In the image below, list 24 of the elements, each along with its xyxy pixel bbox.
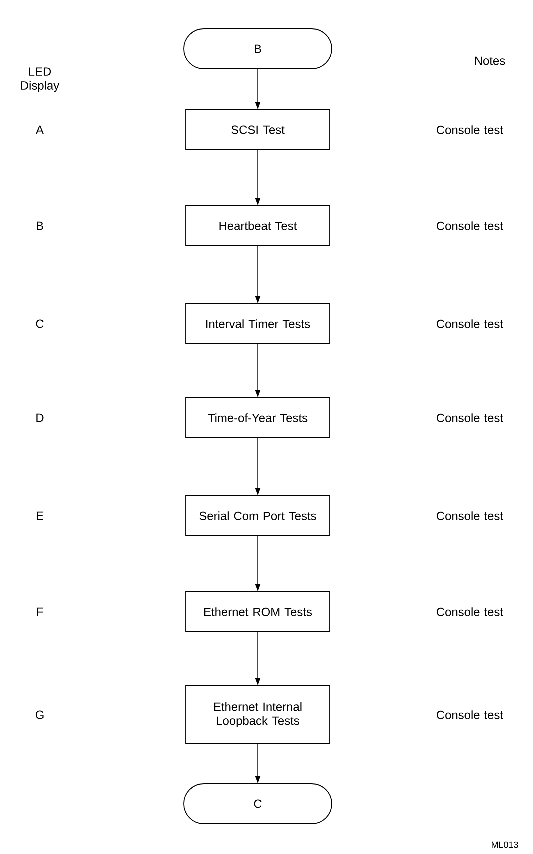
process-box: Time-of-Year Tests <box>186 398 330 438</box>
column-heading: Notes <box>475 56 506 66</box>
note-text: Console test <box>437 414 504 422</box>
note-text: Console test <box>437 126 504 134</box>
process-box: Serial Com Port Tests <box>186 496 330 536</box>
note-text: Console test <box>437 710 504 720</box>
note-text: Console test <box>437 512 504 520</box>
figure-id: ML013 <box>492 842 518 848</box>
note-text: Console test <box>437 608 504 616</box>
led-code: G <box>36 710 44 720</box>
note-text: Console test <box>437 320 504 328</box>
process-box: SCSI Test <box>186 110 330 150</box>
led-code: D <box>36 414 44 422</box>
led-code: B <box>37 222 44 230</box>
led-code: E <box>37 512 44 520</box>
note-text: Console test <box>437 222 504 230</box>
led-code: A <box>36 126 44 134</box>
process-box: Ethernet ROM Tests <box>186 592 330 632</box>
process-box: Interval Timer Tests <box>186 304 330 344</box>
process-box: Ethernet Internal Loopback Tests <box>186 686 330 744</box>
column-heading: LED Display <box>21 68 60 92</box>
led-code: C <box>36 320 44 328</box>
process-box: Heartbeat Test <box>186 206 330 246</box>
led-code: F <box>37 608 44 616</box>
